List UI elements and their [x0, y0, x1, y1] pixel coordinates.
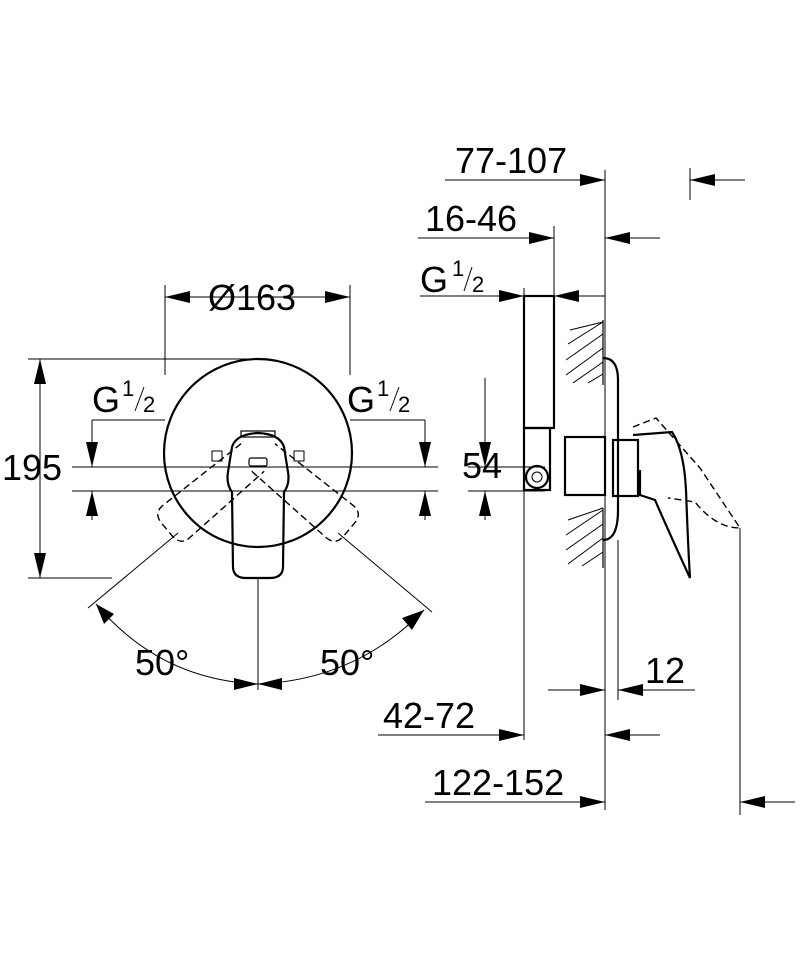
handle-raised-dashed	[632, 417, 742, 529]
valve-stem	[563, 435, 607, 497]
escutcheon-plate	[162, 357, 354, 549]
svg-text:2: 2	[398, 392, 410, 417]
handle-cap	[240, 430, 276, 438]
escutcheon-side	[602, 356, 620, 542]
angle-left-label: 50°	[135, 642, 189, 683]
svg-text:1: 1	[377, 376, 389, 401]
rotated-handle-right	[251, 443, 359, 542]
angle-right-label: 50°	[320, 642, 374, 683]
concealed-body	[522, 294, 556, 430]
thread-side-label: G	[420, 259, 448, 300]
right-screw-icon	[293, 450, 305, 462]
thread-left-label: G	[92, 379, 120, 420]
thread-right-label: G	[347, 379, 375, 420]
svg-text:2: 2	[472, 272, 484, 297]
connection-block	[522, 426, 552, 492]
rotated-handle-left	[157, 443, 265, 542]
dim-42-72-label: 42-72	[383, 695, 475, 736]
connection-circle	[524, 464, 550, 490]
dim-122-152-label: 122-152	[432, 762, 564, 803]
wall-lower	[565, 507, 604, 568]
svg-text:1: 1	[122, 376, 134, 401]
wall-upper	[565, 320, 604, 385]
handle-indicator	[248, 457, 268, 467]
dim-12-label: 12	[645, 650, 685, 691]
dim-77-107-label: 77-107	[455, 140, 567, 181]
diameter-label: Ø163	[208, 277, 296, 318]
svg-text:1: 1	[452, 256, 464, 281]
side-view: 77-107 16-46 G 1 2 54	[378, 140, 795, 815]
handle-side	[632, 430, 692, 579]
front-view: Ø163 195 G 1 2 G 1 2	[2, 277, 438, 690]
svg-text:2: 2	[143, 392, 155, 417]
dim-16-46-label: 16-46	[425, 198, 517, 239]
cartridge	[611, 438, 640, 498]
height-label: 195	[2, 447, 62, 488]
lever-handle	[226, 431, 290, 580]
left-screw-icon	[211, 450, 223, 462]
dim-54-label: 54	[462, 445, 502, 486]
